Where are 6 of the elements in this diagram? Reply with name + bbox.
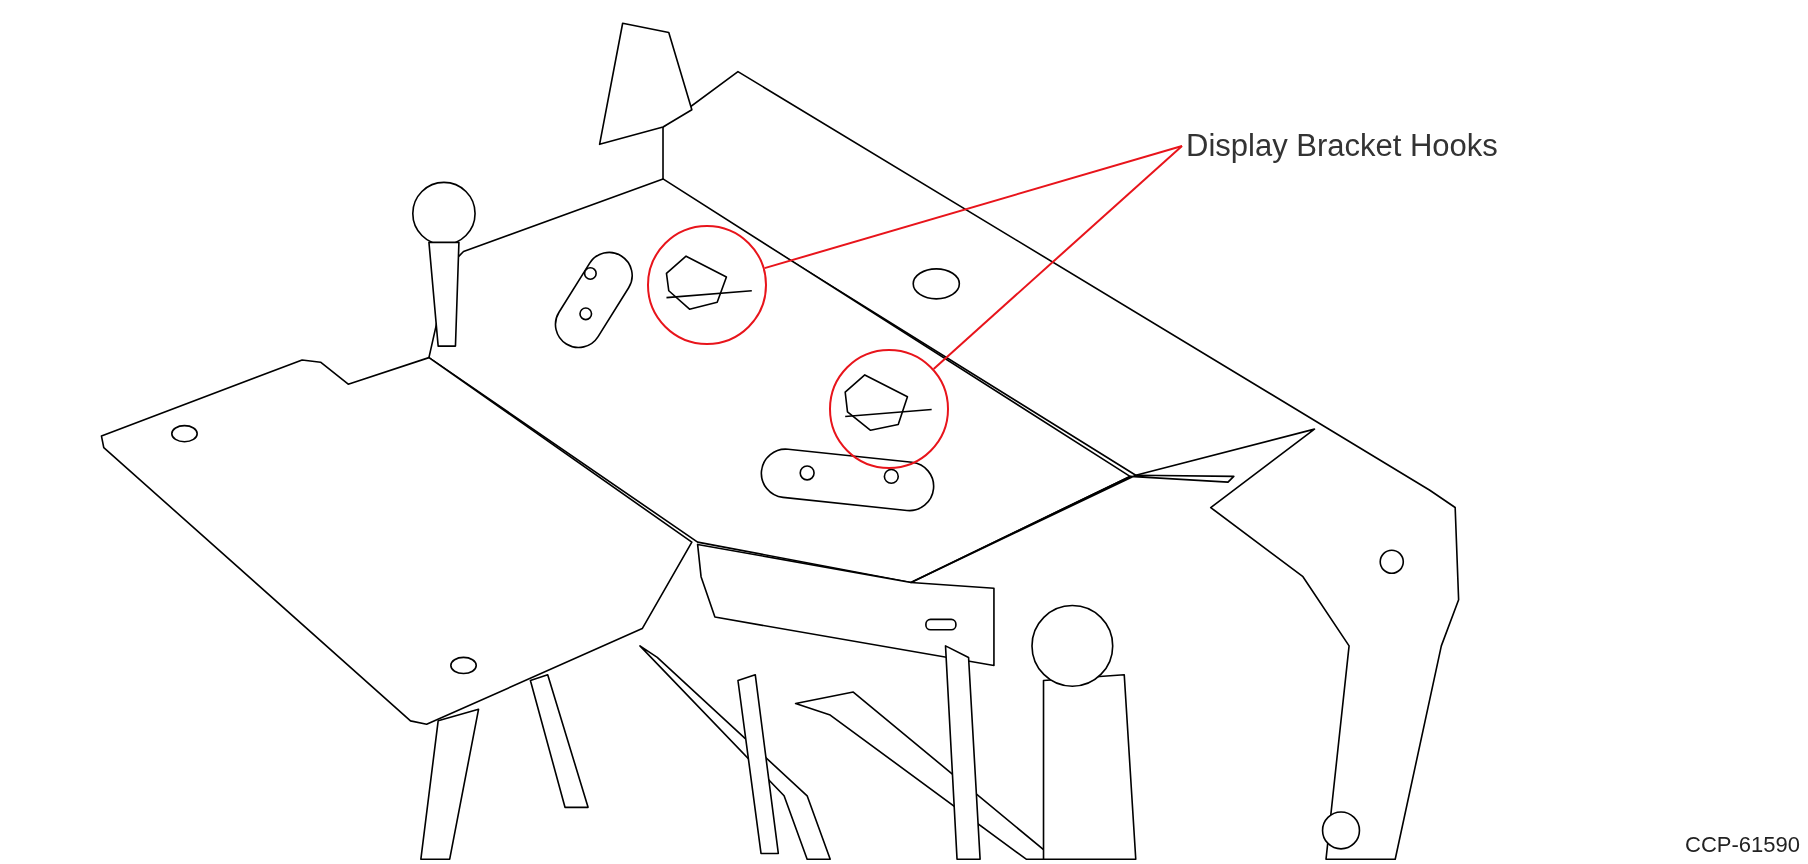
leader-line <box>763 145 1183 270</box>
callout-label: Display Bracket Hooks <box>1186 128 1498 164</box>
callout-circle <box>647 225 767 345</box>
leader-line <box>932 145 1183 370</box>
figure-number: CCP-61590 <box>1685 832 1800 858</box>
callout-circle <box>829 349 949 469</box>
